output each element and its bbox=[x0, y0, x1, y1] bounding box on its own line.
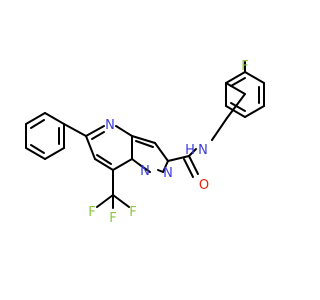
atom-h-amide: H bbox=[185, 143, 195, 158]
atom-n-amide: N bbox=[198, 143, 208, 158]
atom-n-bridgehead: N bbox=[140, 164, 150, 179]
atom-f-cf3-bottom: F bbox=[109, 211, 116, 226]
atom-f-cf3-right: F bbox=[129, 205, 136, 220]
atom-f-aryl: F bbox=[241, 59, 248, 74]
phenyl-ring bbox=[25, 112, 65, 160]
pyrimidine-ring bbox=[85, 125, 133, 171]
amide-group bbox=[167, 148, 199, 178]
bond-phenyl-pyrimidine bbox=[63, 123, 87, 137]
atom-n-pyrazole: N bbox=[163, 166, 173, 181]
atom-n-pyrimidine: N bbox=[105, 118, 115, 133]
atom-o-carbonyl: O bbox=[199, 178, 209, 193]
structure-diagram: F N N N N H O F F F bbox=[25, 59, 265, 226]
molecule-canvas: F N N N N H O F F F bbox=[25, 59, 265, 226]
bond-methylene bbox=[211, 117, 228, 141]
pyrazole-ring bbox=[131, 135, 169, 173]
atom-f-cf3-left: F bbox=[88, 205, 95, 220]
trifluoromethyl-group bbox=[96, 169, 130, 209]
fluorophenyl-ring bbox=[225, 71, 265, 119]
